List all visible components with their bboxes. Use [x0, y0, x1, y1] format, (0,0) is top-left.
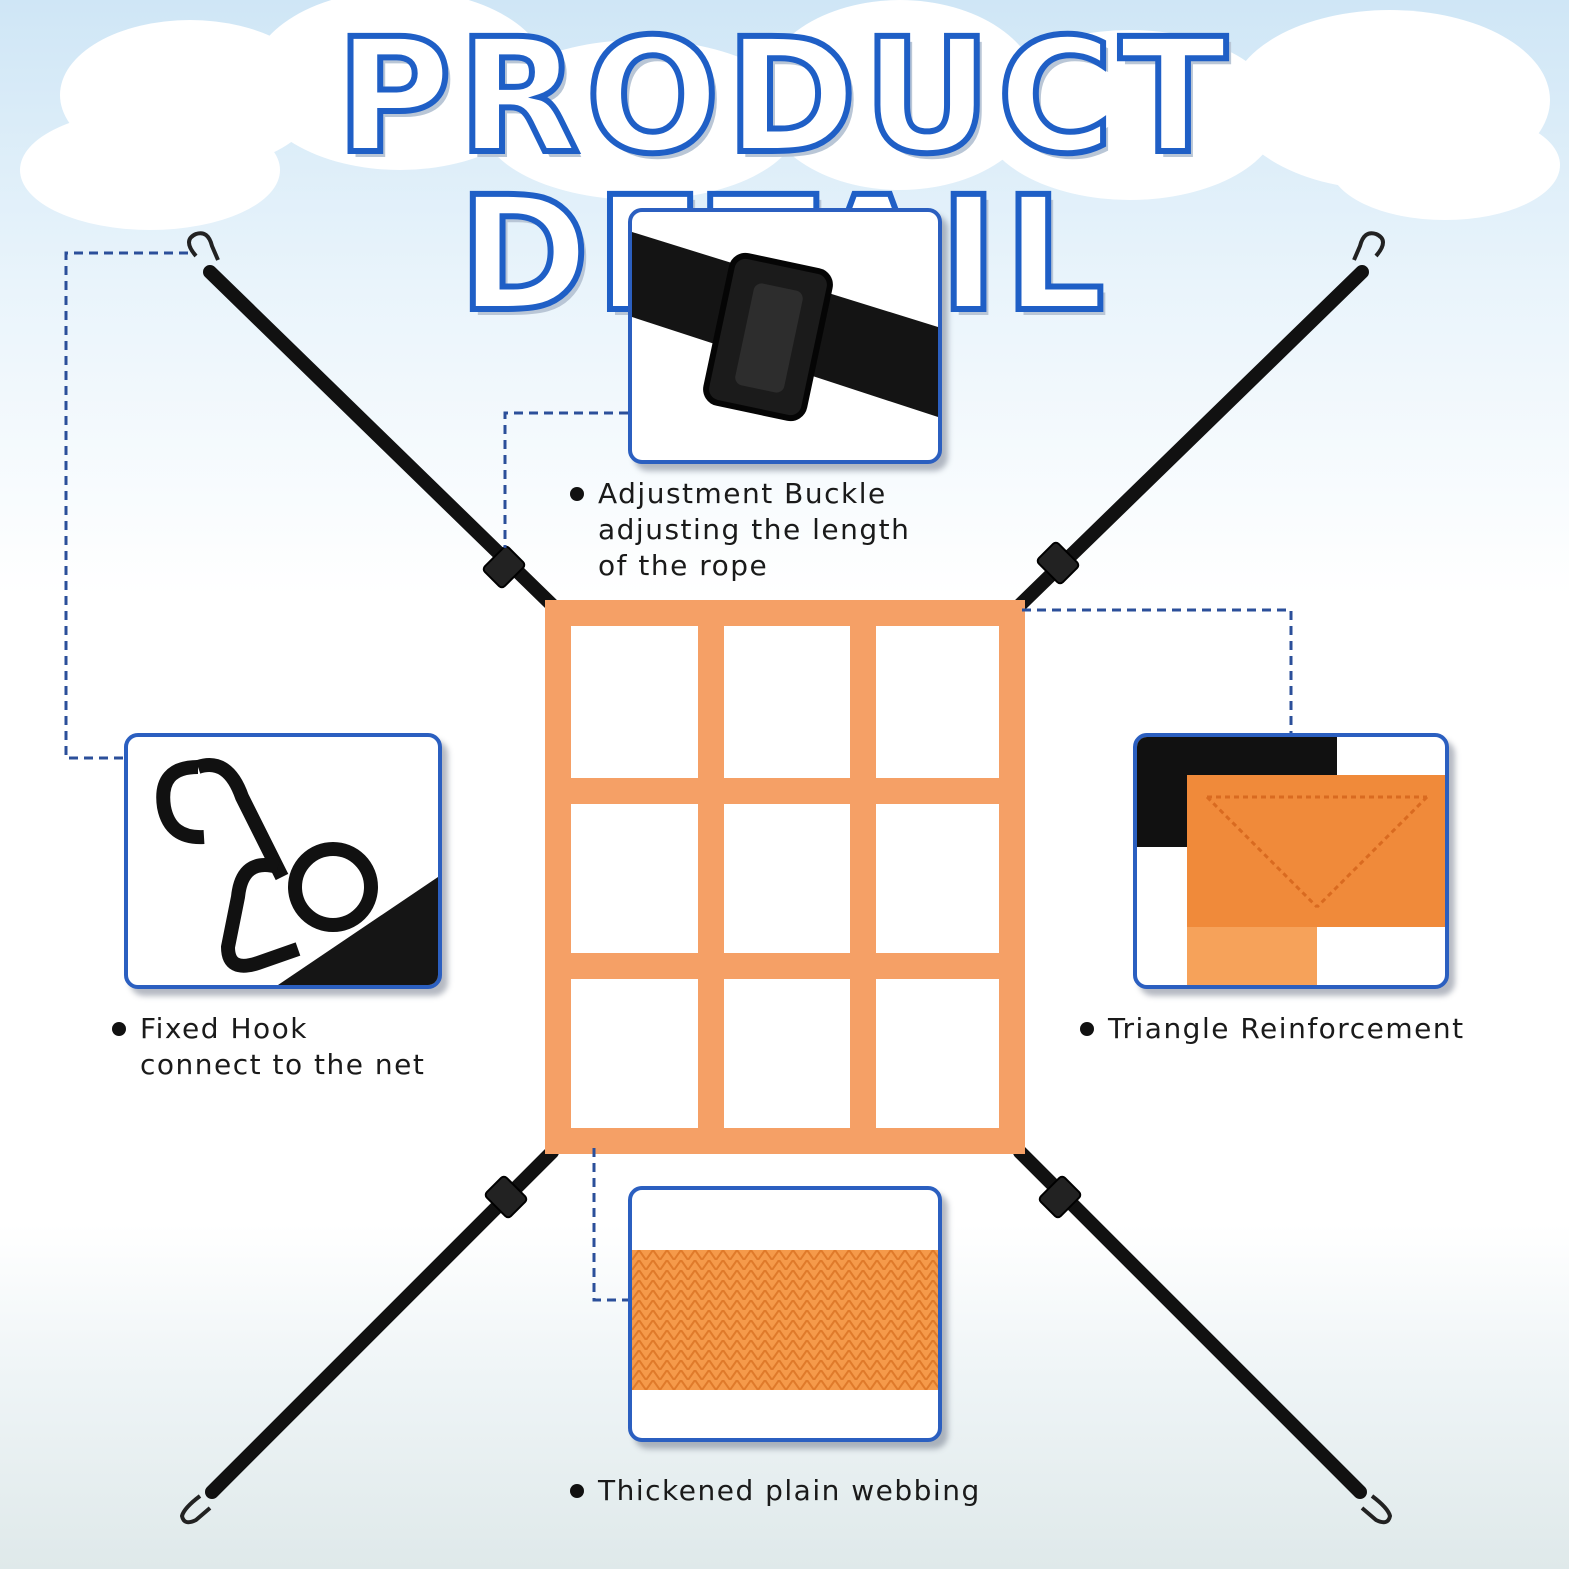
connector-reinforcement [1022, 608, 1293, 733]
reinforcement-detail-box [1133, 733, 1449, 989]
connector-webbing [592, 1148, 628, 1302]
cloud [20, 110, 280, 230]
buckle-icon [632, 232, 938, 422]
end-hook-icon [187, 231, 220, 261]
webbing-detail-box [628, 1186, 942, 1442]
caption-hook: Fixed Hook connect to the net [112, 1011, 426, 1083]
strap-buckle [1038, 1175, 1082, 1219]
cargo-net [545, 600, 1025, 1154]
caption-line: connect to the net [140, 1048, 426, 1081]
strap-buckle [482, 545, 526, 589]
bullet-icon [112, 1022, 126, 1036]
hook-detail-box [124, 733, 442, 989]
bullet-icon [1080, 1022, 1094, 1036]
strap-buckle [1036, 541, 1080, 585]
caption-line: Thickened plain webbing [598, 1474, 981, 1507]
cloud [480, 40, 800, 200]
end-hook-icon [1360, 1494, 1393, 1525]
webbing-swatch [632, 1250, 938, 1390]
cloud [980, 30, 1280, 200]
strap-bottom-left [205, 1145, 559, 1499]
caption-line: adjusting the length [598, 513, 911, 546]
hook-icon [156, 758, 438, 985]
caption-line: Adjustment Buckle [598, 477, 887, 510]
reinforcement-swatch [1137, 737, 1445, 985]
end-hook-icon [179, 1494, 212, 1525]
caption-buckle: Adjustment Buckle adjusting the length o… [570, 476, 911, 584]
cloud [1330, 110, 1560, 220]
bullet-icon [570, 487, 584, 501]
buckle-detail-box [628, 208, 942, 464]
caption-line: Triangle Reinforcement [1108, 1012, 1465, 1045]
strap-top-left [203, 265, 559, 612]
strap-bottom-right [1013, 1145, 1367, 1499]
caption-line: Fixed Hook [140, 1012, 308, 1045]
strap-buckle [484, 1175, 528, 1219]
caption-line: of the rope [598, 549, 769, 582]
connector-hook [64, 251, 188, 760]
bullet-icon [570, 1484, 584, 1498]
strap-top-right [1013, 265, 1369, 612]
caption-reinforcement: Triangle Reinforcement [1080, 1011, 1465, 1047]
connector-buckle [503, 411, 628, 548]
end-hook-icon [1352, 231, 1385, 261]
caption-webbing: Thickened plain webbing [570, 1473, 981, 1509]
